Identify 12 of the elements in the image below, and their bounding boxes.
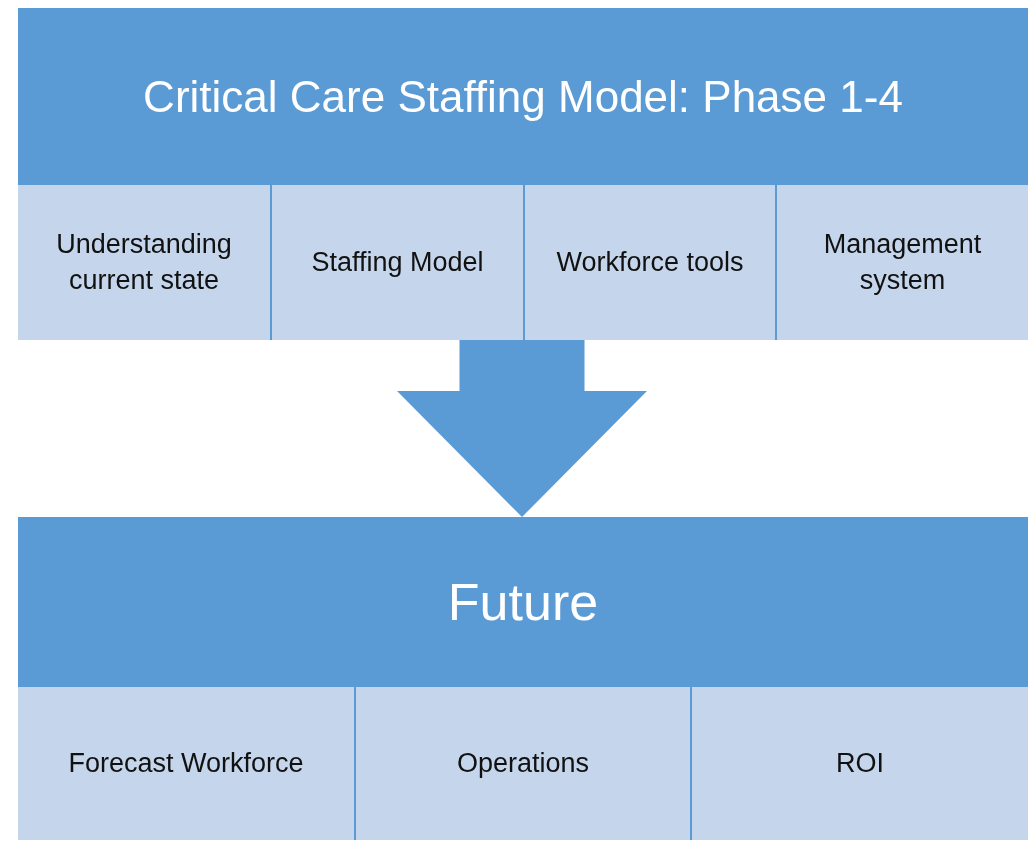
phase-cell: Workforce tools bbox=[525, 185, 775, 340]
phase-panel bbox=[18, 8, 1028, 340]
panel-heading: Critical Care Staffing Model: Phase 1-4 bbox=[143, 71, 903, 122]
phase-cell: Operations bbox=[356, 687, 690, 840]
phase-cell: ROI bbox=[692, 687, 1028, 840]
phase-cell: Staffing Model bbox=[272, 185, 523, 340]
phase-panel bbox=[18, 517, 1028, 840]
panel-heading: Future bbox=[447, 572, 599, 632]
phase-cell: Management system bbox=[777, 185, 1028, 340]
phase-cell: Forecast Workforce bbox=[18, 687, 354, 840]
block-arrow bbox=[397, 340, 647, 517]
phase-cell: Understanding current state bbox=[18, 185, 270, 340]
